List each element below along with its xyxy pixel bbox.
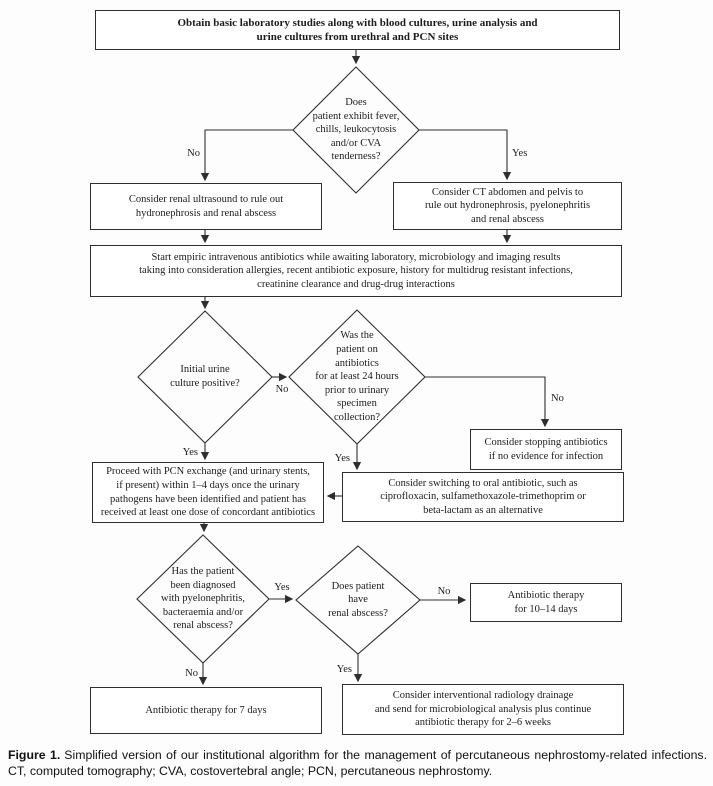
flowchart-connectors [136,48,550,686]
renal-ultrasound-box: Consider renal ultrasound to rule out hy… [90,183,322,230]
antibiotics-24h-decision-diamond [288,309,426,445]
pcn-exchange-box: Proceed with PCN exchange (and urinary s… [92,462,324,523]
fever-decision-diamond [292,66,420,194]
connector-fever-yes [419,129,512,181]
diagnosis-decision-text: Has the patient been diagnosed with pyel… [161,565,245,632]
edge-label-urine-yes: Yes [182,447,198,458]
edge-label-urine-no: No [275,384,289,395]
renal-abscess-decision-text: Does patient have renal abscess? [328,580,388,619]
edge-label-diagnosis-yes: Yes [274,582,290,593]
diagnosis-decision-diamond [136,534,270,664]
edge-label-24h-no: No [551,393,564,404]
edge-label-abscess-no: No [437,586,451,597]
oral-antibiotic-switch-box: Consider switching to oral antibiotic, s… [342,472,624,522]
figure-caption-label: Figure 1. [8,748,61,762]
edge-label-fever-no: No [187,148,200,159]
edge-label-fever-yes: Yes [512,148,528,159]
start-box: Obtain basic laboratory studies along wi… [95,10,620,50]
figure-caption: Figure 1.Simplified version of our insti… [8,747,707,779]
edge-label-abscess-yes: Yes [336,664,352,675]
antibiotic-therapy-7-box: Antibiotic therapy for 7 days [90,687,322,734]
connector-24h-no [425,376,550,428]
antibiotic-therapy-10-14-box: Antibiotic therapy for 10–14 days [470,583,622,622]
empiric-antibiotics-box: Start empiric intravenous antibiotics wh… [90,245,622,297]
connector-fever-no [200,129,293,182]
urine-culture-decision-diamond [137,310,273,444]
stop-antibiotics-box: Consider stopping antibiotics if no evid… [470,429,622,470]
ir-drainage-box: Consider interventional radiology draina… [342,684,624,735]
antibiotics-24h-decision-text: Was the patient on antibiotics for at le… [315,330,399,424]
figure-caption-text: Simplified version of our institutional … [8,748,707,779]
urine-culture-decision-text: Initial urine culture positive? [170,364,240,389]
edge-label-24h-yes: Yes [334,453,350,464]
edge-label-diagnosis-no: No [185,668,198,679]
renal-abscess-decision-diamond [295,545,421,655]
fever-decision-text: Does patient exhibit fever, chills, leuk… [312,96,400,163]
ct-abdomen-box: Consider CT abdomen and pelvis to rule o… [393,182,622,230]
